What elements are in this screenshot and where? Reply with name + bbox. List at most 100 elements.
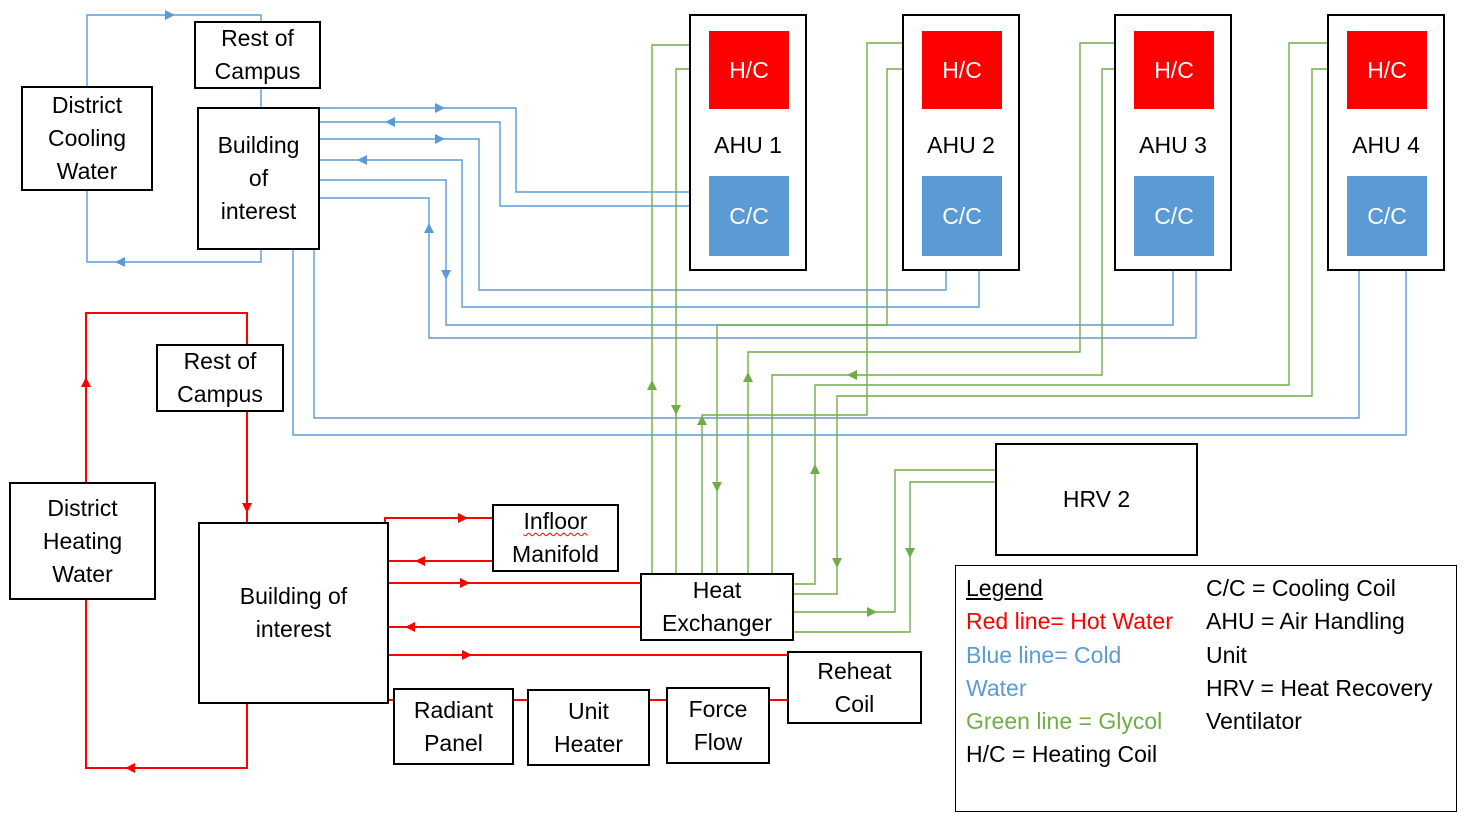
ahu-4-cooling-coil: C/C [1347,176,1427,256]
radiant-panel-box: Radiant Panel [393,688,514,765]
ahu-2-hc-label: H/C [942,56,982,83]
ahu-3-label: AHU 3 [1139,132,1207,158]
building-of-interest-heating-box: Building of interest [198,522,389,704]
cold-arrow [435,103,445,113]
district-cooling-water-label: District Cooling Water [48,92,126,184]
ahu-3: H/C AHU 3 C/C [1114,14,1232,271]
ahu-1: H/C AHU 1 C/C [689,14,807,271]
legend-blue-line-cont: Water [966,674,1027,701]
manifold-label: Manifold [512,541,599,567]
glycol-pipe-ahu3-supply [747,42,1132,573]
hot-arrow [242,503,252,513]
cold-pipe-ahu1-supply [320,107,707,193]
hot-pipe-infloor-supply [384,517,492,522]
ahu-1-cooling-coil: C/C [709,176,789,256]
glycol-pipe-ahu2-supply [701,42,920,573]
ahu-1-cc-label: C/C [729,202,769,229]
force-flow-box: Force Flow [666,687,770,764]
rest-of-campus-cooling-box: Rest of Campus [194,21,321,89]
cold-pipe-ahu4-return [292,250,1407,436]
cold-arrow [357,155,367,165]
building-of-interest-cooling-label: Building of interest [217,132,300,224]
cold-pipe-ahu3-return [320,197,1197,339]
ahu-2-heating-coil: H/C [922,31,1002,109]
reheat-coil-box: Reheat Coil [787,651,922,724]
cold-pipe-ahu1-return [320,121,707,207]
hot-arrow [458,513,468,523]
glycol-pipe-ahu3-return [771,68,1132,573]
ahu-1-label: AHU 1 [714,132,782,158]
glycol-arrow [832,558,842,568]
infloor-manifold-box: Infloor Manifold [492,504,619,572]
hrv-2-box: HRV 2 [995,443,1198,556]
ahu-2-cc-label: C/C [942,202,982,229]
legend: Legend Red line= Hot Water Blue line= Co… [955,565,1457,812]
rest-of-campus-heating-box: Rest of Campus [156,344,284,412]
ahu-3-cc-label: C/C [1154,202,1194,229]
cold-arrow [424,223,434,233]
ahu-3-heating-coil: H/C [1134,31,1214,109]
ahu-4-hc-label: H/C [1367,56,1407,83]
glycol-arrow [647,380,657,390]
hot-pipe-building-return [85,600,248,769]
district-cooling-water-box: District Cooling Water [21,86,153,191]
hot-arrow [415,556,425,566]
glycol-arrow [847,370,857,380]
ahu-1-hc-label: H/C [729,56,769,83]
cold-pipe-building-return [86,191,262,263]
ahu-3-cooling-coil: C/C [1134,176,1214,256]
glycol-arrow [867,607,877,617]
glycol-arrow [905,548,915,558]
infloor-label: Infloor [523,508,588,534]
legend-red-line: Red line= Hot Water [966,608,1173,635]
hot-arrow [405,622,415,632]
glycol-arrow [810,464,820,474]
rest-of-campus-cooling-label: Rest of Campus [214,25,301,84]
force-flow-label: Force Flow [688,695,748,755]
glycol-pipe-ahu2-return [716,68,920,573]
glycol-arrow [671,405,681,415]
cold-pipe-ahu2-return [320,159,980,308]
ahu-4-cc-label: C/C [1367,202,1407,229]
ahu-4-heating-coil: H/C [1347,31,1427,109]
hot-arrow [462,650,472,660]
legend-green-line: Green line = Glycol [966,708,1163,735]
district-heating-water-box: District Heating Water [9,482,156,600]
legend-title: Legend [966,575,1043,601]
unit-heater-box: Unit Heater [527,689,650,766]
glycol-pipe-ahu1-supply [651,44,707,573]
ahu-1-heating-coil: H/C [709,31,789,109]
legend-column-right: C/C = Cooling Coil AHU = Air Handling Un… [1206,572,1432,738]
building-of-interest-heating-label: Building of interest [239,583,348,642]
glycol-pipe-ahu4-return [794,68,1345,595]
hrv-2-label: HRV 2 [1062,486,1131,512]
cold-pipe-ahu4-supply [313,250,1360,419]
building-of-interest-cooling-box: Building of interest [197,107,320,250]
cold-arrow [115,257,125,267]
ahu-4-label: AHU 4 [1352,132,1420,158]
cold-arrow [165,10,175,20]
hot-arrow [460,578,470,588]
radiant-panel-label: Radiant Panel [413,696,494,756]
cold-pipe-ahu3-supply [320,179,1174,326]
hot-pipe-district-to-campus [85,312,248,482]
ahu-2: H/C AHU 2 C/C [902,14,1020,271]
cold-arrow [385,117,395,127]
legend-hrv-cont: Ventilator [1206,708,1302,735]
cold-arrow [435,134,445,144]
hot-arrow [81,377,91,387]
glycol-arrow [743,372,753,382]
glycol-pipe-ahu4-supply [794,42,1345,585]
cold-pipe-ahu2-supply [320,138,947,291]
legend-hc: H/C = Heating Coil [966,741,1158,768]
legend-blue-line: Blue line= Cold [966,641,1122,668]
glycol-pipe-hrv-supply [794,469,995,613]
ahu-3-hc-label: H/C [1154,56,1194,83]
glycol-arrow [712,482,722,492]
cold-arrow [441,270,451,280]
legend-ahu: AHU = Air Handling [1206,608,1405,635]
legend-hrv: HRV = Heat Recovery [1206,674,1433,701]
ahu-4: H/C AHU 4 C/C [1327,14,1445,271]
